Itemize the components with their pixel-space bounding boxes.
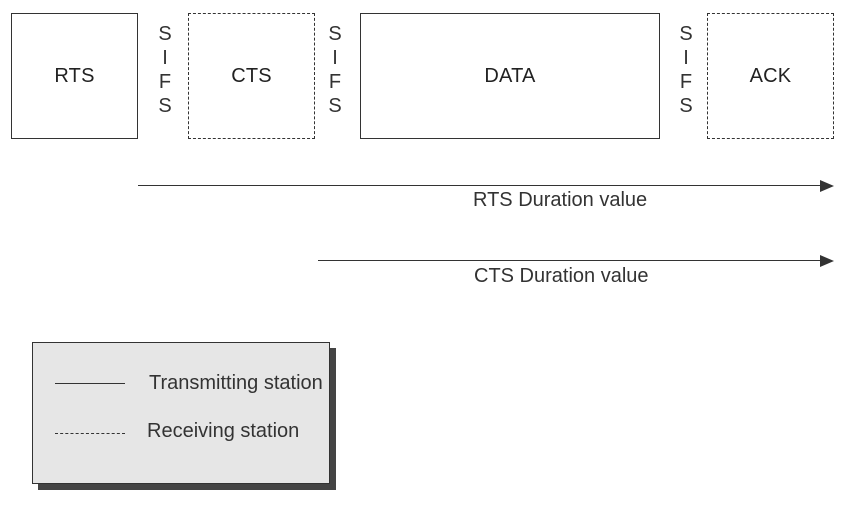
sifs-2-letter: S: [328, 23, 342, 45]
rts-duration-arrow-line: [138, 185, 820, 186]
data-label: DATA: [484, 64, 536, 87]
sifs-1-letter: I: [162, 47, 168, 69]
sifs-3-letter: S: [679, 23, 693, 45]
cts-duration-arrow-line: [318, 260, 820, 261]
sifs-1-letter: F: [158, 71, 172, 93]
sifs-2: S I F S: [323, 22, 347, 118]
ack-frame: ACK: [707, 13, 834, 139]
sifs-3-letter: F: [679, 71, 693, 93]
cts-frame: CTS: [188, 13, 315, 139]
legend: Transmitting station Receiving station: [32, 342, 330, 484]
sifs-3-letter: S: [679, 95, 693, 117]
sifs-1: S I F S: [153, 22, 177, 118]
sifs-3-letter: I: [683, 47, 689, 69]
sifs-2-letter: F: [328, 71, 342, 93]
sifs-1-letter: S: [158, 95, 172, 117]
cts-duration-label: CTS Duration value: [474, 265, 649, 287]
rts-frame: RTS: [11, 13, 138, 139]
cts-label: CTS: [231, 64, 272, 87]
rts-duration-label: RTS Duration value: [473, 189, 648, 211]
rts-duration-arrow-head-icon: [820, 180, 834, 192]
sifs-2-letter: I: [332, 47, 338, 69]
legend-dashed-line-sample: [55, 433, 125, 434]
rts-label: RTS: [54, 64, 95, 87]
sifs-3: S I F S: [674, 22, 698, 118]
sifs-2-letter: S: [328, 95, 342, 117]
legend-solid-line-sample: [55, 383, 125, 384]
sifs-1-letter: S: [158, 23, 172, 45]
legend-transmitting-label: Transmitting station: [149, 372, 323, 394]
ack-label: ACK: [749, 64, 792, 87]
data-frame: DATA: [360, 13, 660, 139]
legend-receiving-label: Receiving station: [147, 420, 300, 442]
cts-duration-arrow-head-icon: [820, 255, 834, 267]
